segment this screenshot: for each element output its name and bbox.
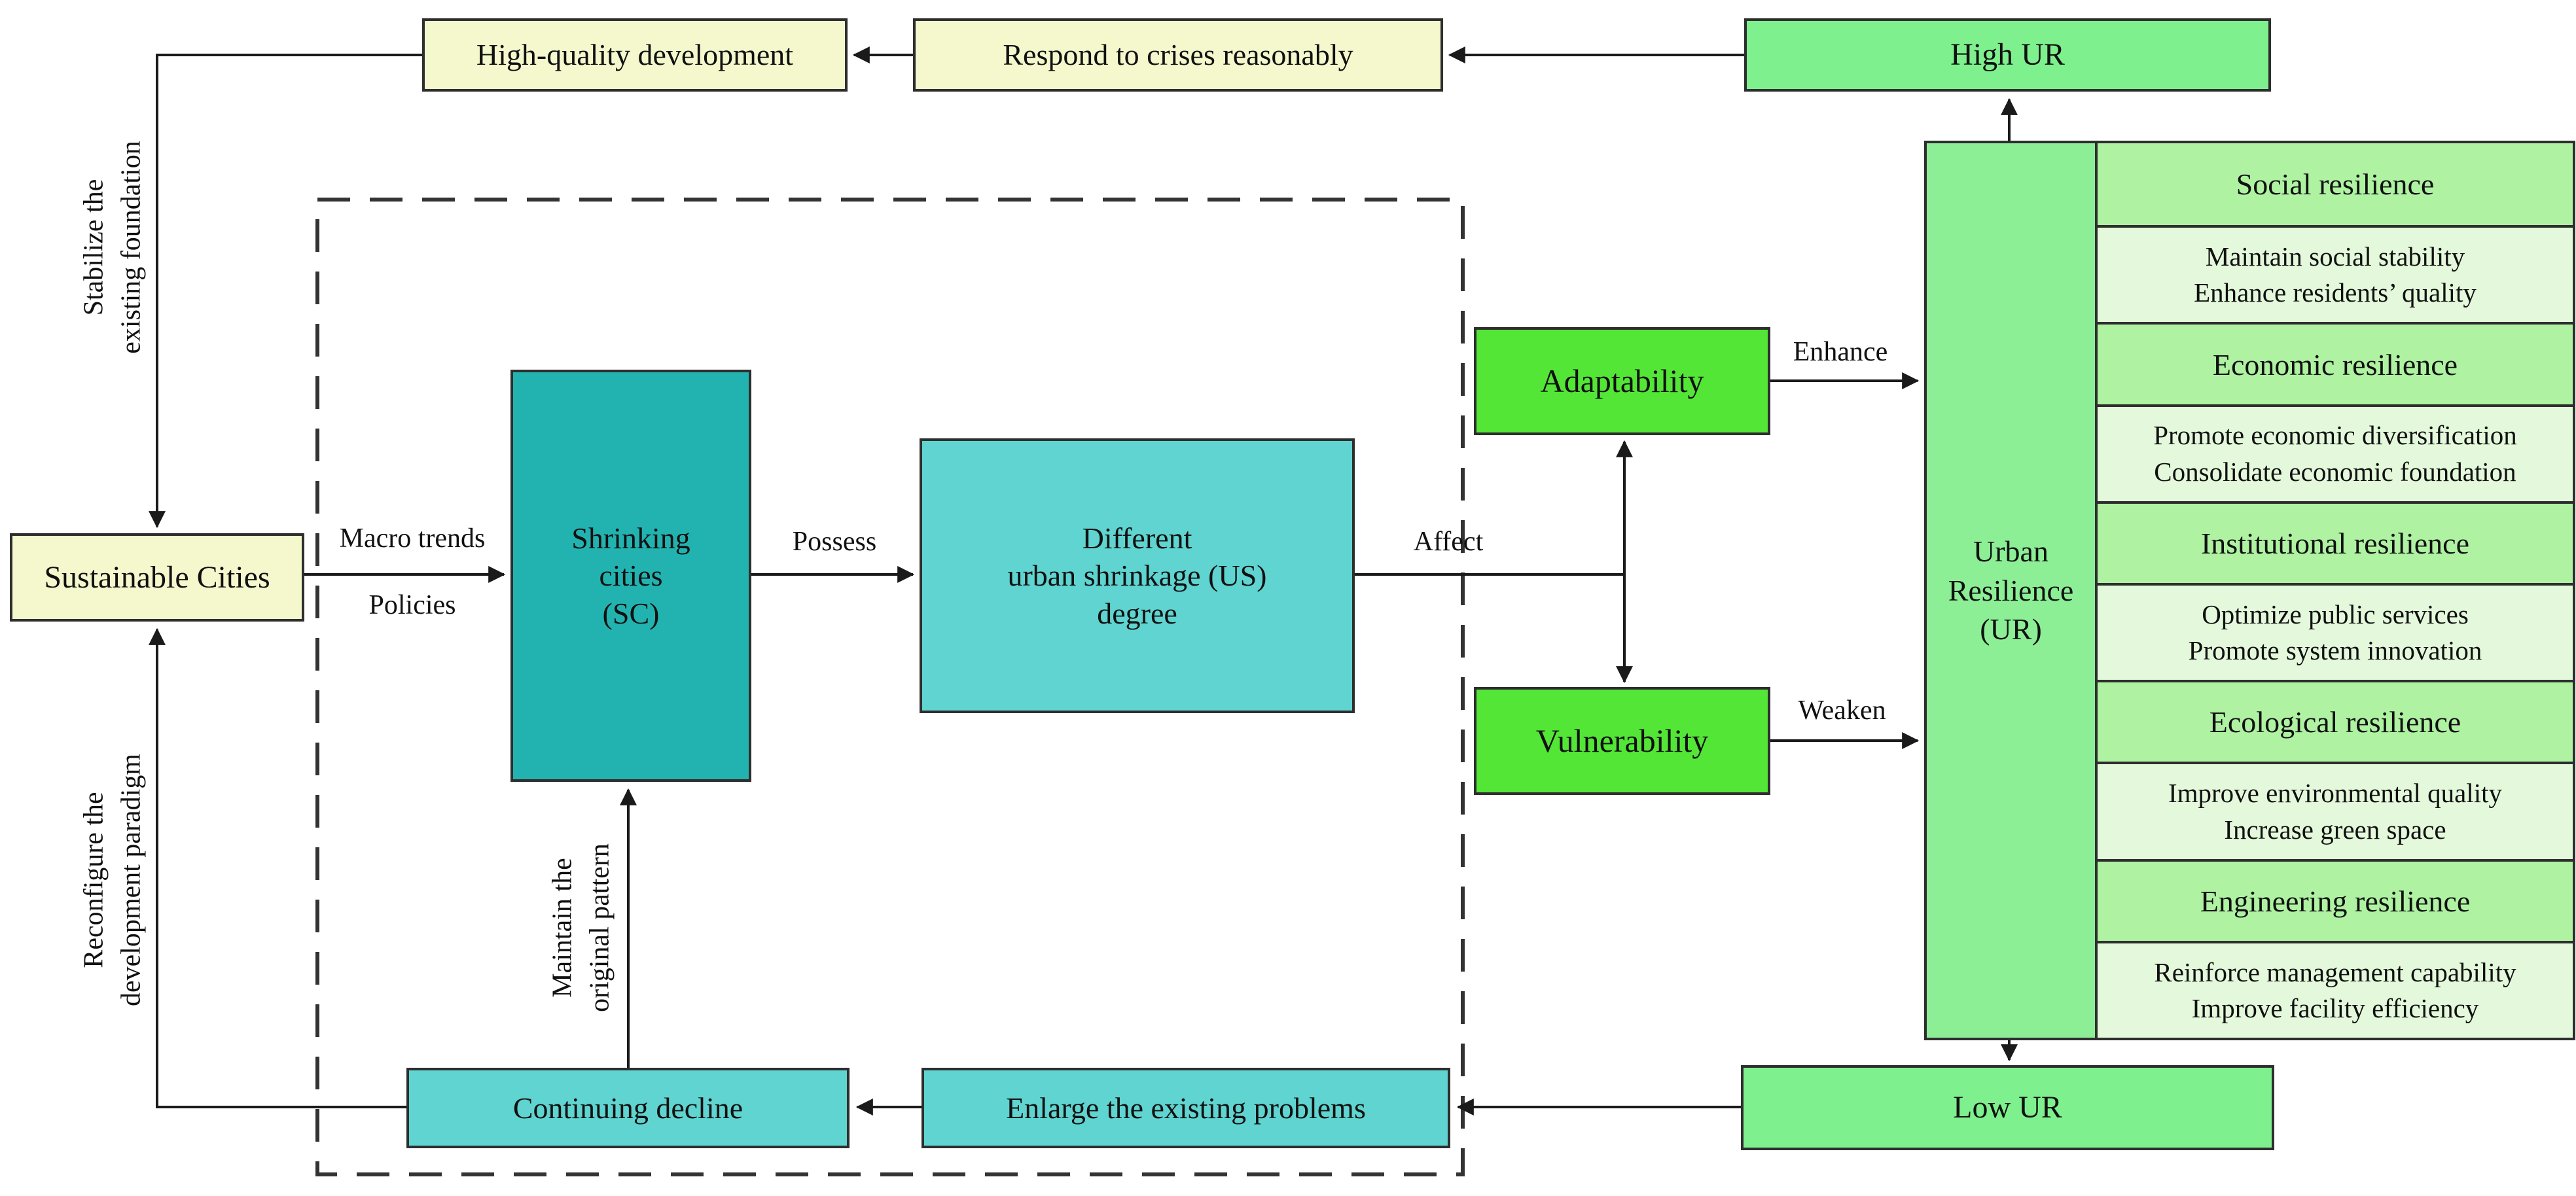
node-continuing-decline: Continuing decline xyxy=(406,1068,850,1148)
node-shrinking-cities: Shrinking cities (SC) xyxy=(510,370,751,782)
resilience-row-detail: Reinforce management capability Improve … xyxy=(2098,940,2573,1038)
edge-label-enhance: Enhance xyxy=(1793,336,1888,367)
resilience-row-header: Social resilience xyxy=(2098,143,2573,226)
resilience-row-detail: Improve environmental quality Increase g… xyxy=(2098,762,2573,859)
node-high-quality-development: High-quality development xyxy=(422,18,848,92)
edge-label-stabilize: Stabilize the existing foundation xyxy=(79,141,146,354)
resilience-row-detail: Maintain social stability Enhance reside… xyxy=(2098,225,2573,323)
edge-label-policies: Policies xyxy=(368,589,456,620)
node-urban-shrinkage-degree: Different urban shrinkage (US) degree xyxy=(920,438,1355,713)
edge-label-macro-trends: Macro trends xyxy=(339,523,486,554)
resilience-row-header: Economic resilience xyxy=(2098,322,2573,404)
node-low-ur: Low UR xyxy=(1741,1065,2274,1150)
urban-resilience-block: Urban Resilience (UR) Social resilience … xyxy=(1924,141,2575,1040)
node-respond-to-crises: Respond to crises reasonably xyxy=(913,18,1443,92)
resilience-row-header: Engineering resilience xyxy=(2098,858,2573,941)
resilience-row-detail: Promote economic diversification Consoli… xyxy=(2098,404,2573,501)
arrow-decline-to-sustainable xyxy=(149,627,406,1108)
resilience-row-detail: Optimize public services Promote system … xyxy=(2098,583,2573,680)
dashed-boundary xyxy=(315,198,1465,1176)
node-high-ur: High UR xyxy=(1744,18,2271,92)
edge-label-possess: Possess xyxy=(792,526,877,557)
arrow-hqdev-to-sustainable xyxy=(149,54,422,529)
edge-label-reconfigure: Reconfigure the development paradigm xyxy=(79,753,146,1007)
node-adaptability: Adaptability xyxy=(1474,327,1770,435)
node-sustainable-cities: Sustainable Cities xyxy=(10,533,304,622)
node-vulnerability: Vulnerability xyxy=(1474,687,1770,795)
resilience-table: Social resilience Maintain social stabil… xyxy=(2098,143,2573,1038)
node-enlarge-problems: Enlarge the existing problems xyxy=(921,1068,1450,1148)
edge-label-affect: Affect xyxy=(1413,526,1484,557)
resilience-row-header: Institutional resilience xyxy=(2098,501,2573,584)
edge-label-weaken: Weaken xyxy=(1798,695,1886,726)
node-urban-resilience: Urban Resilience (UR) xyxy=(1927,143,2098,1038)
resilience-row-header: Ecological resilience xyxy=(2098,680,2573,762)
edge-label-maintain: Maintain the original pattern xyxy=(547,843,615,1012)
